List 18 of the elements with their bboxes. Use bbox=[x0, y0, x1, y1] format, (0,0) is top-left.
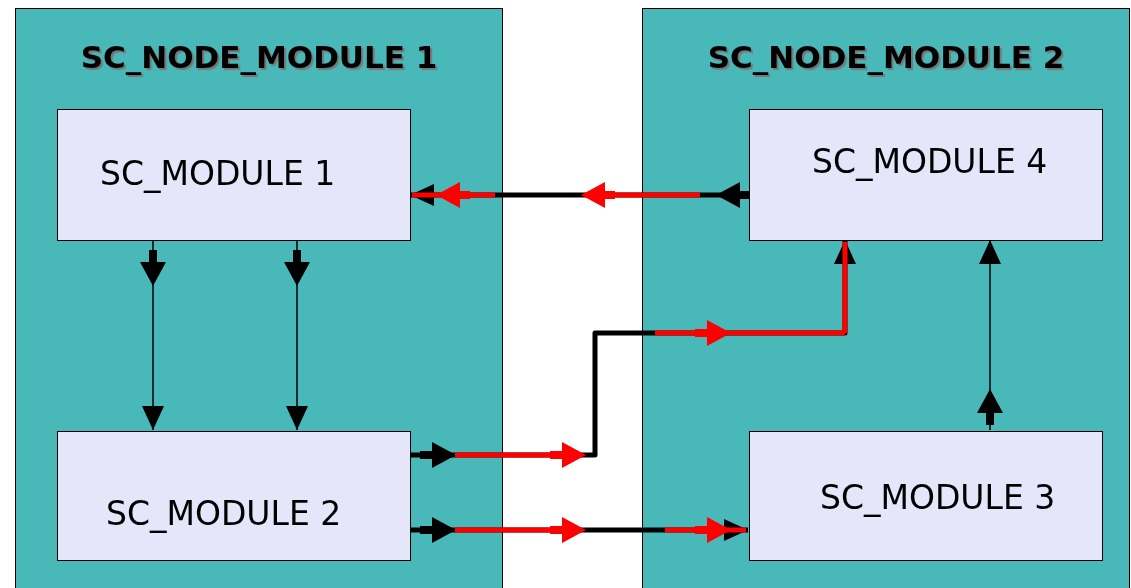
module-label: SC_MODULE 4 bbox=[812, 142, 1048, 181]
module-box bbox=[57, 431, 411, 561]
module-label: SC_MODULE 1 bbox=[100, 154, 336, 193]
connector bbox=[410, 517, 748, 543]
connector bbox=[977, 239, 1003, 431]
module-box bbox=[749, 431, 1103, 561]
module-box bbox=[749, 109, 1103, 241]
connector bbox=[410, 240, 856, 468]
module-container bbox=[642, 8, 1130, 588]
module-box bbox=[57, 109, 411, 241]
connector bbox=[410, 182, 750, 208]
module-label: SC_MODULE 2 bbox=[106, 494, 342, 533]
module-label: SC_MODULE 3 bbox=[820, 478, 1056, 517]
connector bbox=[140, 239, 166, 431]
container-title: SC_NODE_MODULE 1 bbox=[79, 39, 439, 75]
connector bbox=[284, 239, 310, 431]
module-container bbox=[15, 8, 503, 588]
container-title: SC_NODE_MODULE 2 bbox=[706, 39, 1066, 75]
